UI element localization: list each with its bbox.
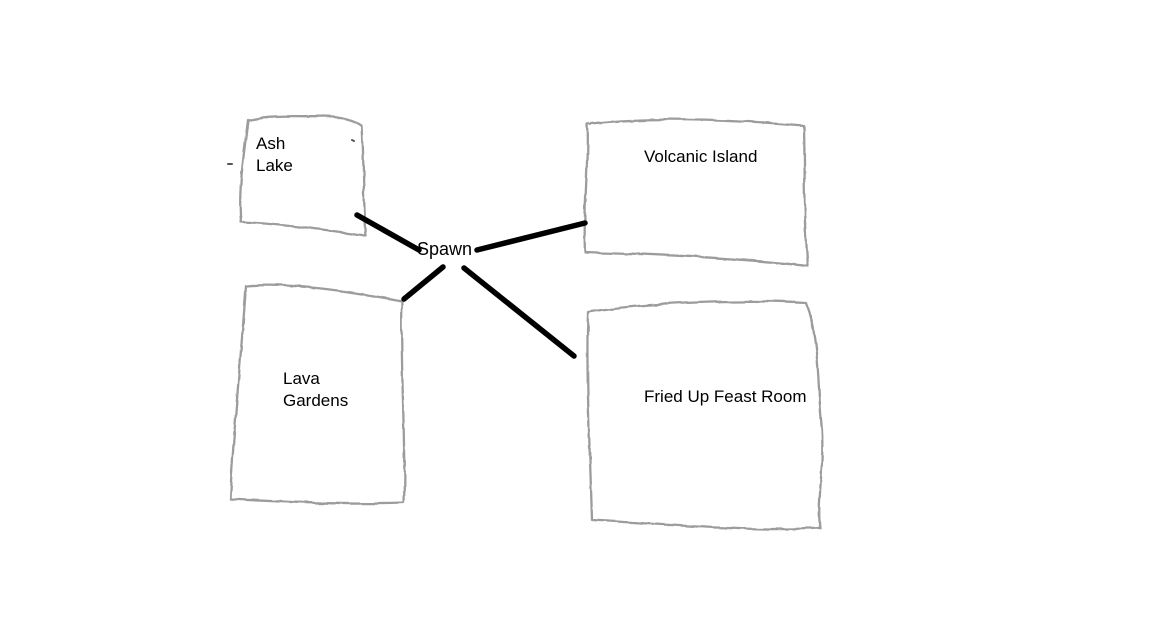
spawn-label: Spawn: [417, 239, 473, 259]
ash-lake-label: Ash Lake: [256, 134, 293, 175]
fried-up-feast-room-box: [586, 300, 824, 531]
stray-speck: [351, 139, 355, 142]
ash-lake-box: [239, 114, 368, 238]
edge-spawn-lava-gardens: [401, 264, 446, 302]
lava-gardens-label: Lava Gardens: [283, 369, 349, 410]
volcanic-island-label: Volcanic Island: [644, 147, 758, 166]
edge-spawn-ash-lake: [354, 212, 422, 253]
edge-spawn-volcanic-island: [474, 220, 588, 253]
volcanic-island-box: [583, 118, 810, 268]
fried-up-feast-room-label: Fried Up Feast Room: [644, 387, 807, 406]
lava-gardens-box: [228, 283, 406, 505]
edge-spawn-fried-up-feast-room: [461, 265, 577, 359]
